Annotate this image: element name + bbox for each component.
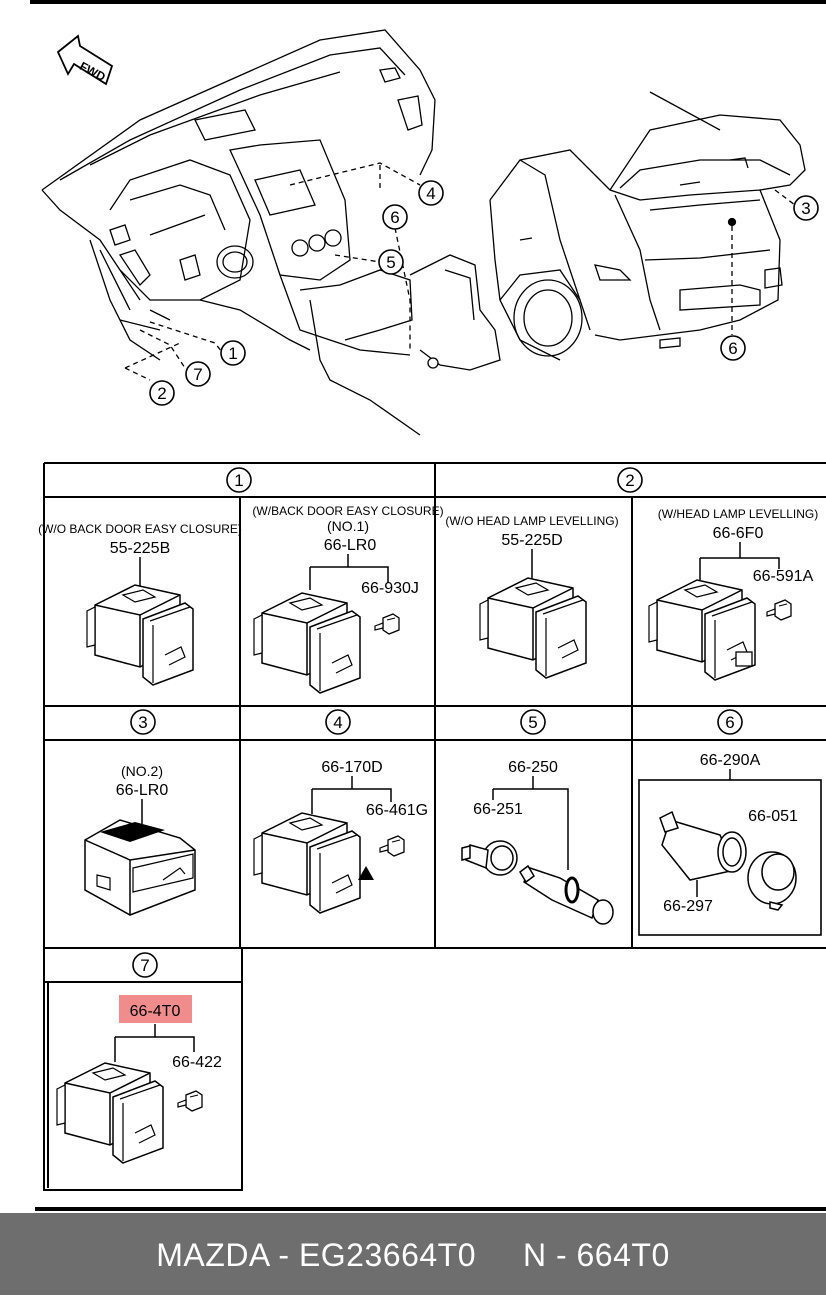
part-55-225B: 55-225B — [110, 540, 171, 557]
callout-6-rear: 6 — [720, 335, 746, 361]
svg-text:4: 4 — [426, 184, 435, 203]
overview-illustration: FWD — [41, 29, 806, 436]
svg-text:5: 5 — [386, 253, 395, 272]
clip-66-591A-icon — [766, 599, 792, 621]
section-6-number: 6 — [717, 709, 743, 735]
part-66-461G: 66-461G — [366, 802, 428, 819]
sub-3: (NO.2) — [121, 763, 163, 779]
sub-1b: (NO.1) — [327, 518, 369, 534]
svg-text:6: 6 — [725, 713, 734, 732]
svg-text:3: 3 — [801, 199, 810, 218]
switch-66-4T0-icon — [56, 1062, 164, 1164]
vehicle-rear-drawing — [489, 91, 806, 361]
footer-brand-part: MAZDA - EG23664T0 — [156, 1237, 476, 1273]
svg-text:6: 6 — [390, 208, 399, 227]
leader-brackets — [114, 542, 780, 1062]
part-66-422: 66-422 — [172, 1054, 222, 1071]
callout-7: 7 — [185, 361, 211, 387]
part-66-250: 66-250 — [508, 759, 558, 776]
svg-text:1: 1 — [228, 344, 237, 363]
fwd-arrow-icon: FWD — [56, 34, 114, 86]
callout-6: 6 — [382, 204, 408, 230]
footer-ref: N - 664T0 — [522, 1237, 670, 1273]
switch-55-225D-icon — [479, 577, 587, 679]
top-rule — [30, 0, 826, 4]
clip-66-461G-icon — [379, 835, 405, 857]
part-66-LR0-no2: 66-LR0 — [116, 782, 169, 799]
part-66-297: 66-297 — [663, 898, 713, 915]
svg-text:1: 1 — [234, 471, 243, 490]
part-66-251: 66-251 — [473, 801, 523, 818]
svg-text:7: 7 — [140, 956, 149, 975]
part-55-225D: 55-225D — [501, 532, 562, 549]
section-5-number: 5 — [520, 709, 546, 735]
svg-text:4: 4 — [333, 713, 342, 732]
note-1a: (W/O BACK DOOR EASY CLOSURE) — [38, 522, 242, 536]
section-headers: 1 2 3 4 5 6 7 — [130, 467, 743, 978]
part-66-LR0-no1: 66-LR0 — [324, 537, 377, 554]
note-1b: (W/BACK DOOR EASY CLOSURE) — [252, 504, 443, 518]
svg-text:7: 7 — [193, 365, 202, 384]
part-66-4T0: 66-4T0 — [130, 1003, 181, 1020]
svg-text:6: 6 — [728, 339, 737, 358]
section-3-number: 3 — [130, 709, 156, 735]
switch-55-225B-icon — [86, 584, 194, 686]
socket-66-250-icon — [461, 840, 614, 925]
switch-66-LR0-no2-icon — [84, 819, 196, 916]
section-7-number: 7 — [132, 952, 158, 978]
part-66-591A: 66-591A — [753, 568, 814, 585]
part-66-6F0: 66-6F0 — [713, 525, 764, 542]
svg-text:2: 2 — [625, 471, 634, 490]
section-2-number: 2 — [617, 467, 643, 493]
callout-5: 5 — [378, 249, 404, 275]
callout-1: 1 — [220, 340, 246, 366]
switch-66-170D-icon — [253, 812, 361, 914]
note-2a: (W/O HEAD LAMP LEVELLING) — [445, 514, 618, 528]
part-66-051: 66-051 — [748, 808, 798, 825]
footer-rule — [35, 1207, 826, 1211]
note-2b: (W/HEAD LAMP LEVELLING) — [658, 507, 819, 521]
part-66-290A: 66-290A — [700, 752, 761, 769]
overview-callouts: 1 2 3 4 5 6 7 6 — [149, 180, 819, 406]
cell-labels: (W/O BACK DOOR EASY CLOSURE) 55-225B (W/… — [38, 504, 818, 1071]
svg-text:3: 3 — [138, 713, 147, 732]
clip-66-422-icon — [177, 1090, 203, 1112]
switch-66-LR0-icon — [253, 592, 361, 694]
leader-lines — [124, 162, 421, 381]
footer-bar — [0, 1213, 826, 1295]
callout-3: 3 — [793, 195, 819, 221]
dashboard-drawing — [41, 29, 501, 436]
svg-text:5: 5 — [528, 713, 537, 732]
callout-4: 4 — [418, 180, 444, 206]
part-66-170D: 66-170D — [321, 759, 382, 776]
parts-table — [43, 462, 826, 1191]
clip-66-930J-icon — [374, 613, 400, 635]
svg-text:2: 2 — [157, 384, 166, 403]
section-4-number: 4 — [325, 709, 351, 735]
switch-illustrations — [56, 577, 797, 1164]
callout-2: 2 — [149, 380, 175, 406]
footer-caption: MAZDA - EG23664T0 N - 664T0 — [0, 1237, 826, 1274]
socket-66-290A-icon — [659, 810, 797, 911]
highlight-box — [119, 995, 192, 1023]
part-66-930J: 66-930J — [361, 580, 419, 597]
section-1-number: 1 — [226, 467, 252, 493]
